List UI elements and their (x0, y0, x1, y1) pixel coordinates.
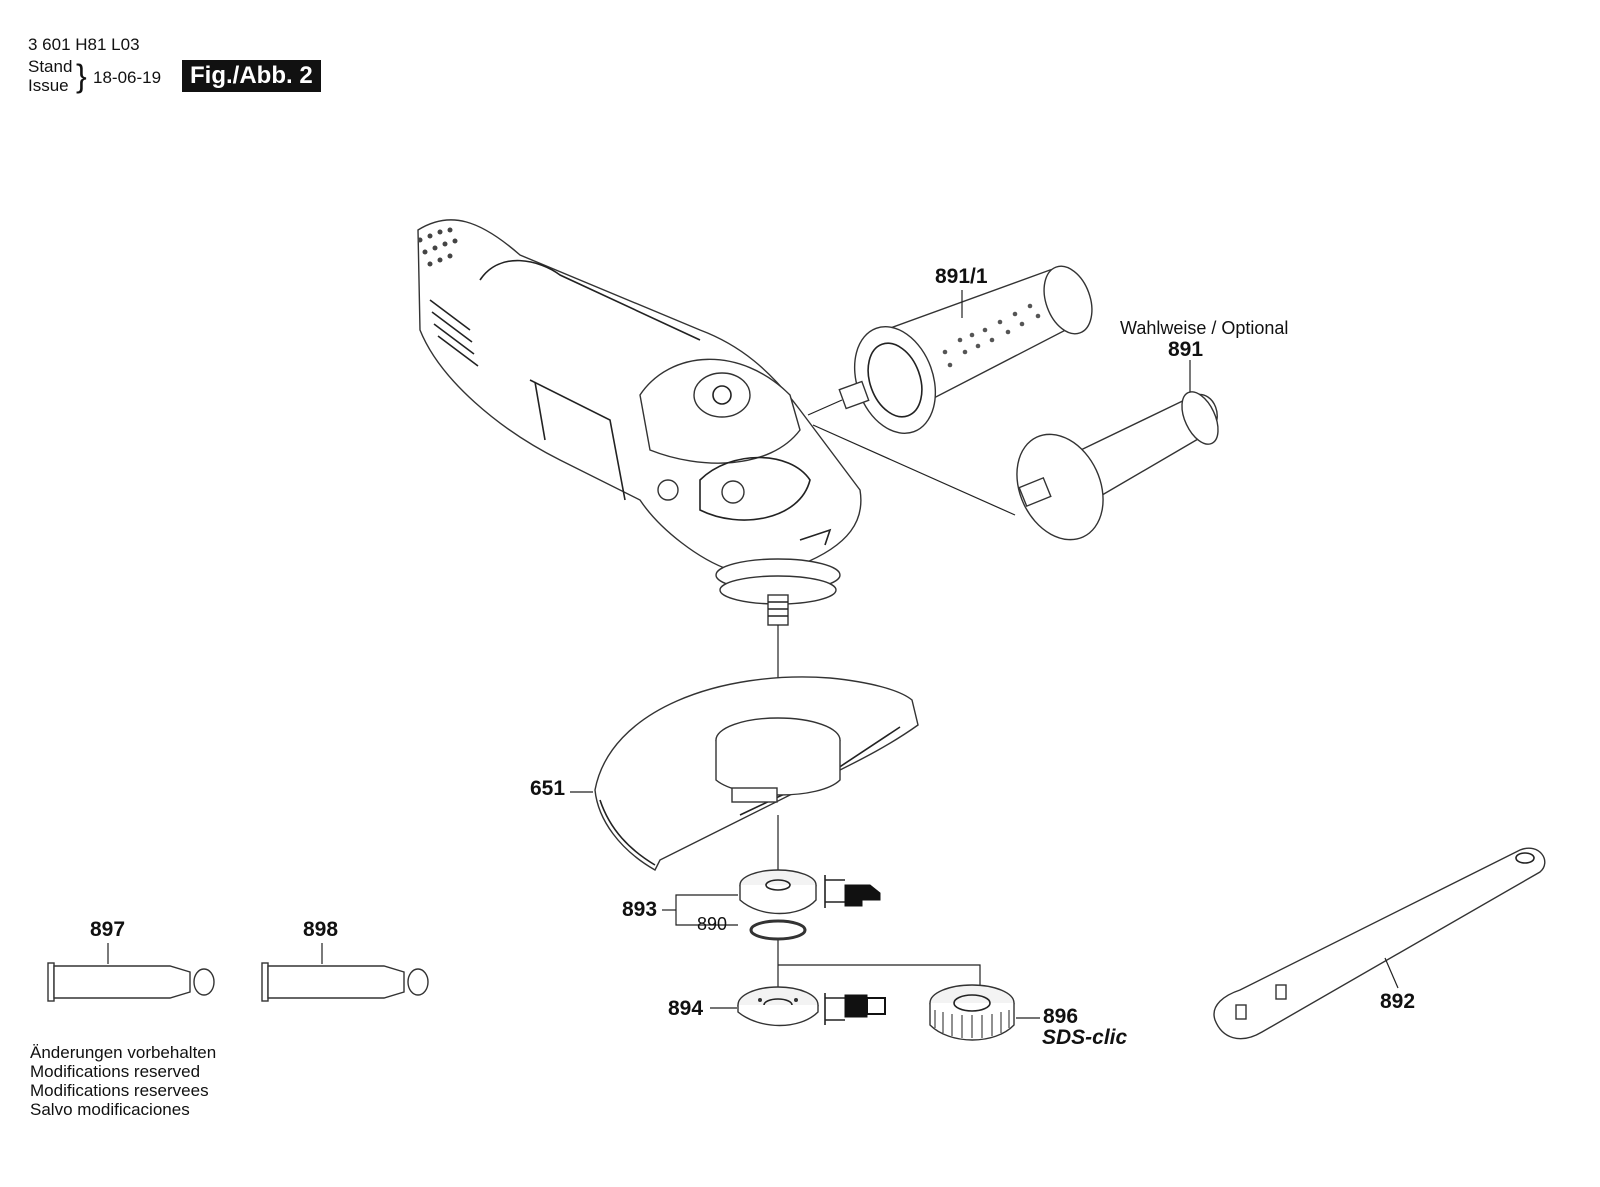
issue-label: Issue (28, 76, 69, 95)
brace-glyph: } (76, 58, 87, 94)
clamping-flange-894 (710, 986, 819, 1027)
label-892: 892 (1380, 990, 1416, 1013)
part-number: 3 601 H81 L03 (28, 35, 140, 54)
grinder-body (417, 219, 862, 626)
issue-date: 18-06-19 (93, 68, 162, 87)
label-sds-clic: SDS-clic (1042, 1026, 1128, 1049)
figure-tag: Fig./Abb. 2 (182, 60, 321, 92)
stand-issue-block: Stand Issue } 18-06-19 (28, 58, 178, 98)
modification-notes: Änderungen vorbehalten Modifications res… (30, 1043, 216, 1119)
label-894: 894 (668, 997, 704, 1020)
label-891: 891 (1168, 338, 1204, 361)
pin-spanner-892 (1213, 847, 1546, 1040)
label-893: 893 (622, 898, 658, 921)
grease-tube-898 (261, 943, 429, 1002)
note-fr: Modifications reservees (30, 1081, 209, 1100)
mounting-flange-893 (662, 869, 817, 941)
label-890: 890 (697, 914, 728, 934)
auxiliary-handle-891-1 (838, 265, 1093, 434)
wheel-guard-651 (570, 676, 919, 871)
quick-clamping-nut-896 (929, 984, 1040, 1041)
note-en: Modifications reserved (30, 1062, 201, 1081)
label-optional: Wahlweise / Optional (1120, 318, 1289, 338)
grip-dots (417, 227, 458, 267)
label-897: 897 (90, 918, 126, 941)
flange-orientation-symbol-a (824, 875, 881, 908)
grease-tube-897 (47, 943, 215, 1002)
flange-orientation-symbol-b (824, 993, 886, 1025)
note-es: Salvo modificaciones (30, 1100, 190, 1119)
note-de: Änderungen vorbehalten (30, 1043, 217, 1062)
auxiliary-handle-891 (1016, 360, 1219, 541)
label-898: 898 (303, 918, 339, 941)
handle-grip-dots (942, 303, 1041, 368)
label-651: 651 (530, 777, 566, 800)
stand-label: Stand (28, 57, 73, 76)
label-891-1: 891/1 (935, 265, 988, 288)
label-896: 896 (1043, 1005, 1079, 1028)
